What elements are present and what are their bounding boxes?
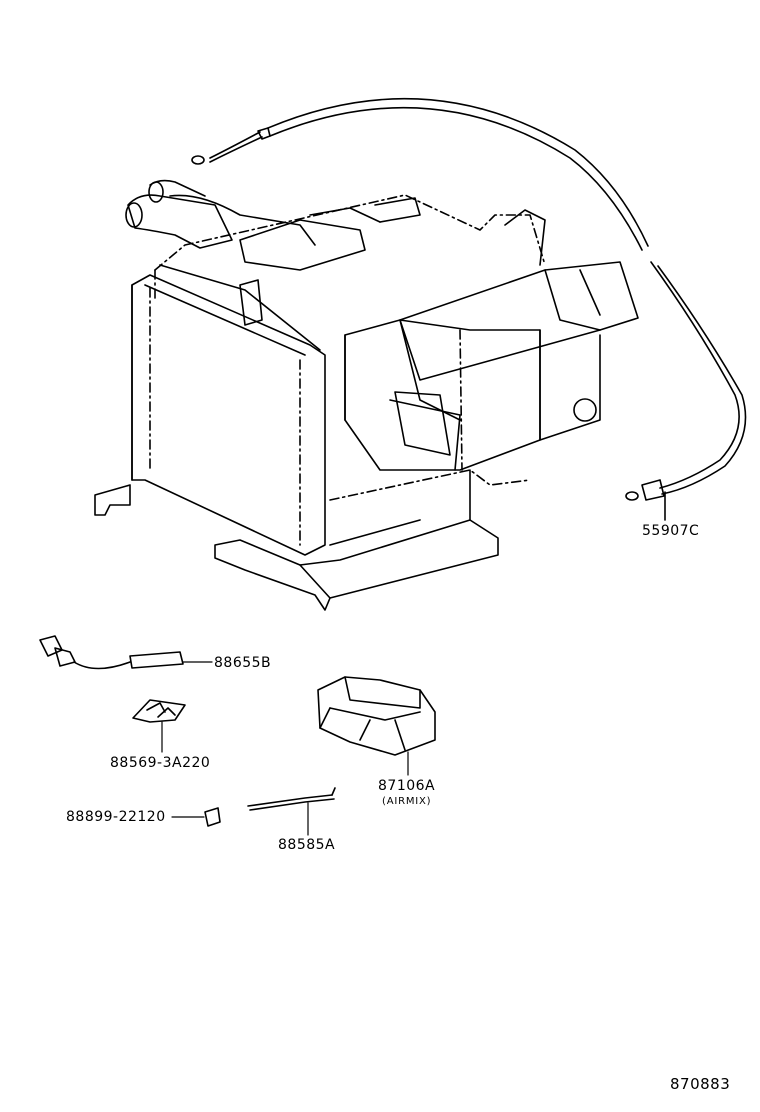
control-cable-55907c: [191, 97, 747, 521]
part-sublabel-airmix: (AIRMIX): [382, 796, 432, 807]
servo-87106a-airmix: [317, 676, 436, 776]
sensor-88655b: [39, 635, 213, 670]
part-label-88585a: 88585A: [278, 837, 336, 853]
part-label-88655b: 88655B: [214, 655, 272, 671]
clip-88899-22120: [171, 807, 221, 827]
wire-88585a: [247, 787, 336, 836]
part-label-87106a: 87106A: [378, 778, 436, 794]
part-label-55907c: 55907C: [642, 523, 700, 539]
clip-88569-3a220: [132, 699, 186, 753]
part-label-88569-3a220: 88569-3A220: [110, 755, 211, 771]
figure-number: 870883: [670, 1075, 731, 1093]
heater-unit-assembly: [94, 179, 639, 611]
part-label-88899-22120: 88899-22120: [66, 809, 166, 825]
